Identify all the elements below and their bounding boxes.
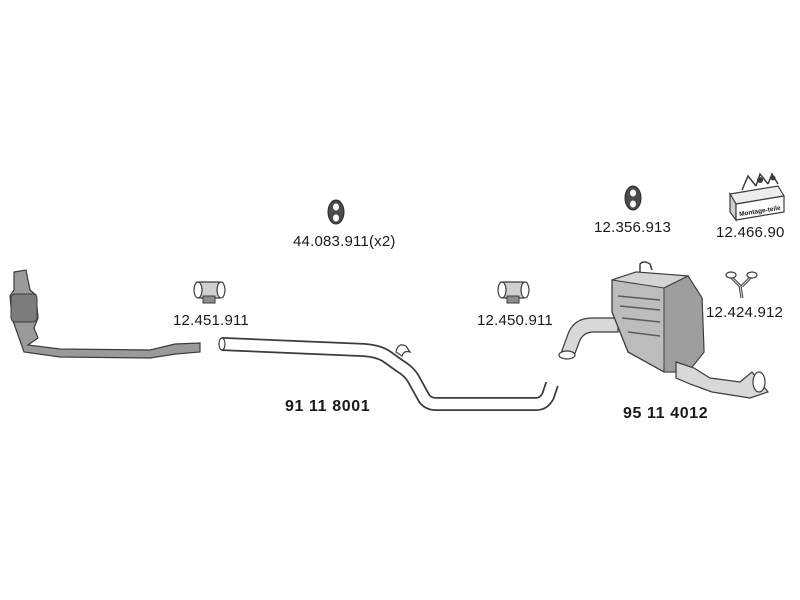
- middle-pipe-ref: 91 11 8001: [285, 398, 371, 415]
- front-pipe[interactable]: [9, 269, 201, 359]
- rear-silencer-ref: 95 11 4012: [623, 405, 709, 422]
- rubber-mount-rear-ref: 12.356.913: [594, 219, 672, 236]
- rubber-mount-pair[interactable]: [327, 199, 345, 225]
- clamp-rear-ref: 12.450.911: [477, 312, 553, 329]
- clamp-front[interactable]: [193, 281, 226, 304]
- middle-pipe[interactable]: [218, 337, 559, 411]
- fitting-kit-box[interactable]: Montage-teile: [729, 172, 785, 222]
- hanger-bracket[interactable]: [725, 271, 758, 299]
- clamp-front-ref: 12.451.911: [173, 312, 249, 329]
- rubber-mount-rear[interactable]: [624, 185, 642, 211]
- rubber-mount-pair-ref: 44.083.911(x2): [293, 233, 396, 250]
- clamp-rear[interactable]: [497, 281, 530, 304]
- rear-silencer[interactable]: [558, 261, 770, 399]
- hanger-bracket-ref: 12.424.912: [706, 304, 784, 321]
- fitting-kit-ref: 12.466.90: [716, 224, 785, 241]
